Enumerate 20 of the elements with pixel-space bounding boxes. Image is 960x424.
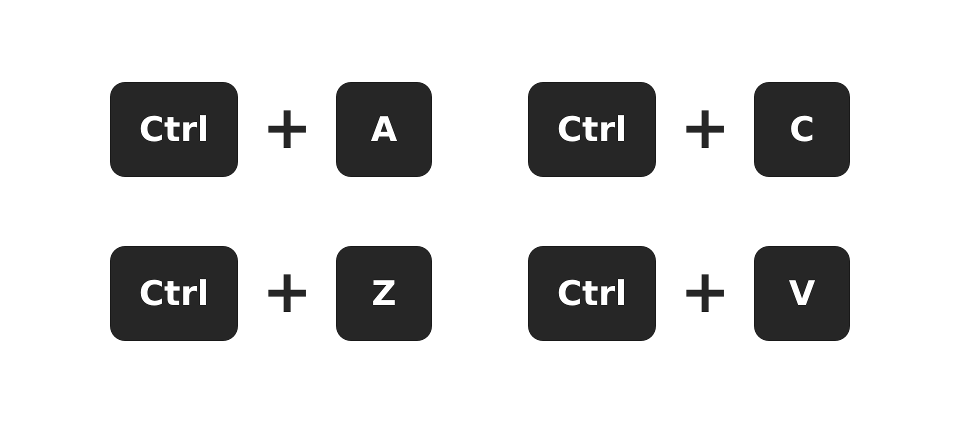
key-cap [110, 246, 238, 341]
key-cap [528, 246, 656, 341]
plus-sign: + [680, 262, 730, 322]
key-cap [754, 246, 850, 341]
plus-sign: + [680, 98, 730, 158]
key-label: Ctrl [557, 276, 627, 310]
key-cap [336, 246, 432, 341]
key-cap [528, 82, 656, 177]
key-cap [110, 82, 238, 177]
key-label: C [790, 112, 814, 146]
key-label: Z [372, 276, 396, 310]
key-label: Ctrl [139, 112, 209, 146]
plus-sign: + [262, 262, 312, 322]
key-label: A [370, 112, 398, 146]
key-cap [754, 82, 850, 177]
key-label: V [788, 276, 816, 310]
plus-sign: + [262, 98, 312, 158]
key-label: Ctrl [557, 112, 627, 146]
key-cap [336, 82, 432, 177]
key-label: Ctrl [139, 276, 209, 310]
